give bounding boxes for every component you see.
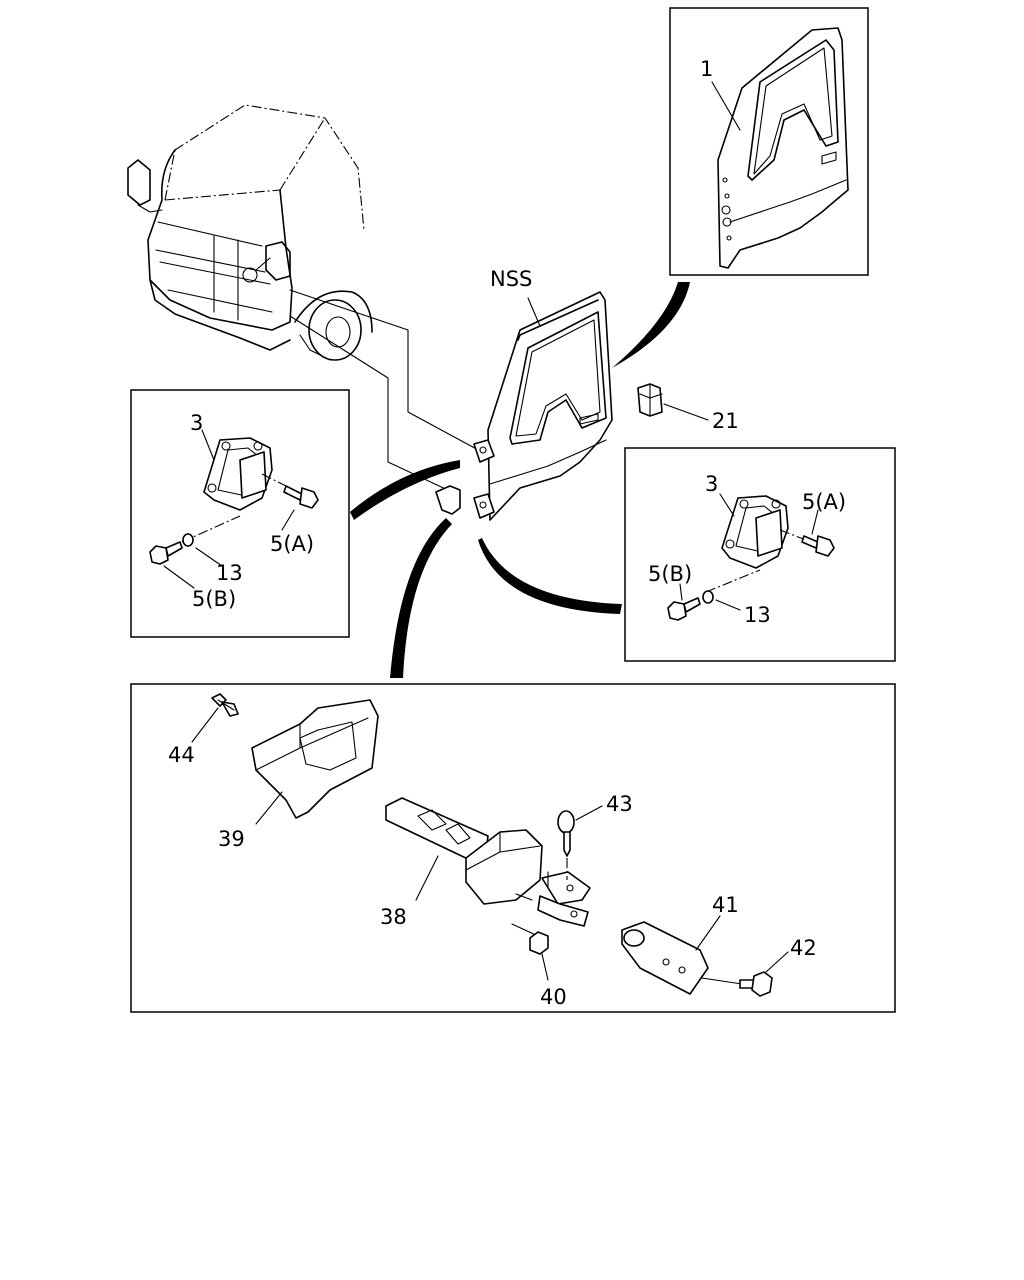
label-part-1: 1 bbox=[700, 57, 713, 81]
cover-39-illustration bbox=[251, 699, 379, 819]
leader-line bbox=[255, 791, 283, 825]
clip-21-illustration bbox=[637, 383, 663, 417]
label-part-43: 43 bbox=[606, 792, 633, 816]
leader-line bbox=[289, 289, 483, 453]
label-left-bolt-a: 5(A) bbox=[270, 532, 314, 556]
leader-line bbox=[289, 315, 453, 493]
detail-box-door bbox=[669, 7, 869, 276]
bracket-41-illustration bbox=[621, 921, 709, 995]
callout-arc bbox=[390, 518, 452, 678]
hinge-right-illustration bbox=[721, 495, 789, 569]
check-connector bbox=[435, 485, 461, 515]
leader-line bbox=[719, 493, 735, 517]
label-part-21: 21 bbox=[712, 409, 739, 433]
assembly-line bbox=[181, 515, 241, 543]
leader-line bbox=[281, 509, 295, 531]
assembly-line bbox=[705, 569, 761, 593]
label-nss: NSS bbox=[490, 267, 532, 291]
bolt-5b-left bbox=[149, 541, 183, 565]
washer-13-left bbox=[182, 533, 194, 547]
bolt-5b-right bbox=[667, 597, 701, 621]
detail-box-left-hinge bbox=[130, 389, 350, 638]
callout-arc bbox=[612, 282, 690, 368]
label-part-41: 41 bbox=[712, 893, 739, 917]
label-right-bolt-a: 5(A) bbox=[802, 490, 846, 514]
leader-line bbox=[163, 565, 195, 589]
callout-arc bbox=[478, 538, 622, 614]
truck-cab-illustration bbox=[127, 104, 373, 361]
bolt-5a-right bbox=[801, 535, 835, 557]
leader-line bbox=[663, 403, 709, 421]
pin-43-illustration bbox=[557, 810, 575, 857]
door-nss-illustration bbox=[473, 291, 613, 521]
leader-line bbox=[765, 951, 789, 973]
check-link-38-illustration bbox=[385, 797, 591, 927]
label-right-bolt-b: 5(B) bbox=[648, 562, 692, 586]
leader-line bbox=[195, 547, 223, 567]
leader-line bbox=[715, 599, 741, 611]
label-part-38: 38 bbox=[380, 905, 407, 929]
nut-40-illustration bbox=[529, 931, 549, 955]
leader-line bbox=[201, 429, 215, 461]
door-panel-illustration bbox=[717, 27, 849, 269]
leader-line bbox=[575, 805, 603, 821]
clip-44-illustration bbox=[211, 693, 239, 717]
leader-line bbox=[711, 81, 741, 131]
label-part-40: 40 bbox=[540, 985, 567, 1009]
leader-line bbox=[191, 707, 219, 743]
leader-line bbox=[415, 855, 439, 901]
bolt-42-illustration bbox=[739, 971, 773, 997]
detail-box-door-check bbox=[130, 683, 896, 1013]
label-part-39: 39 bbox=[218, 827, 245, 851]
label-right-hinge: 3 bbox=[705, 472, 718, 496]
washer-13-right bbox=[702, 590, 714, 604]
assembly-line bbox=[779, 529, 807, 541]
assembly-line bbox=[511, 923, 539, 937]
bolt-5a-left bbox=[283, 485, 319, 509]
assembly-line bbox=[701, 977, 743, 985]
detail-box-right-hinge bbox=[624, 447, 896, 662]
leader-line bbox=[679, 583, 683, 601]
leader-line bbox=[695, 915, 721, 951]
leader-line bbox=[527, 297, 541, 327]
label-left-washer: 13 bbox=[216, 561, 243, 585]
label-left-hinge: 3 bbox=[190, 411, 203, 435]
callout-arc bbox=[350, 460, 460, 520]
label-part-42: 42 bbox=[790, 936, 817, 960]
label-part-44: 44 bbox=[168, 743, 195, 767]
leader-line bbox=[541, 953, 549, 981]
hinge-left-illustration bbox=[203, 437, 273, 511]
leader-line bbox=[811, 509, 819, 535]
label-left-bolt-b: 5(B) bbox=[192, 587, 236, 611]
label-right-washer: 13 bbox=[744, 603, 771, 627]
